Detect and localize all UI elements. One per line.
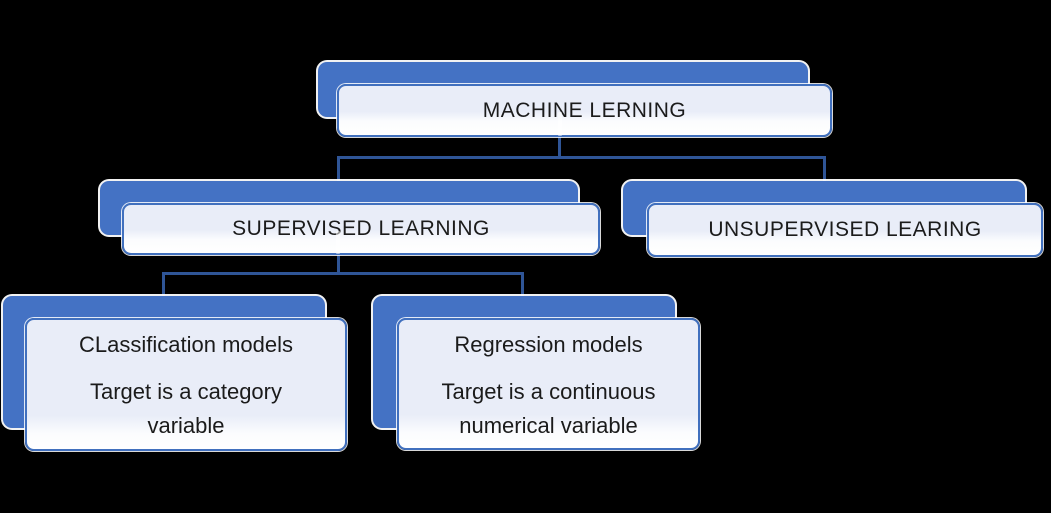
- connector-drop-classification: [162, 275, 165, 297]
- node-classification-desc-line2: variable: [147, 413, 225, 438]
- node-classification[interactable]: CLassification models Target is a catego…: [25, 318, 347, 451]
- connector-root-rung: [337, 156, 826, 159]
- connector-root-stub: [558, 137, 561, 157]
- connector-supervised-stub: [337, 255, 340, 273]
- connector-supervised-rung: [162, 272, 524, 275]
- node-machine-learning[interactable]: MACHINE LERNING: [337, 84, 832, 137]
- connector-drop-regression: [521, 275, 524, 297]
- node-unsupervised[interactable]: UNSUPERVISED LEARING: [647, 203, 1043, 257]
- node-regression-desc-line2: numerical variable: [459, 413, 638, 438]
- node-regression-title: Regression models: [454, 332, 643, 357]
- node-classification-desc-line1: Target is a category: [90, 379, 282, 404]
- connector-drop-unsupervised: [823, 159, 826, 182]
- node-supervised-label: SUPERVISED LEARNING: [232, 217, 490, 240]
- node-classification-desc: Target is a category variable: [90, 375, 282, 443]
- connector-glimpse-supervised: [336, 231, 340, 254]
- node-machine-learning-label: MACHINE LERNING: [482, 98, 687, 122]
- node-supervised[interactable]: SUPERVISED LEARNING: [122, 203, 600, 255]
- node-regression[interactable]: Regression models Target is a continuous…: [397, 318, 700, 450]
- connector-drop-supervised: [337, 159, 340, 182]
- node-unsupervised-label: UNSUPERVISED LEARING: [708, 218, 982, 241]
- node-regression-desc-line1: Target is a continuous: [441, 379, 656, 404]
- node-classification-title: CLassification models: [79, 332, 293, 357]
- connector-glimpse-root: [558, 112, 562, 136]
- node-regression-desc: Target is a continuous numerical variabl…: [441, 375, 655, 443]
